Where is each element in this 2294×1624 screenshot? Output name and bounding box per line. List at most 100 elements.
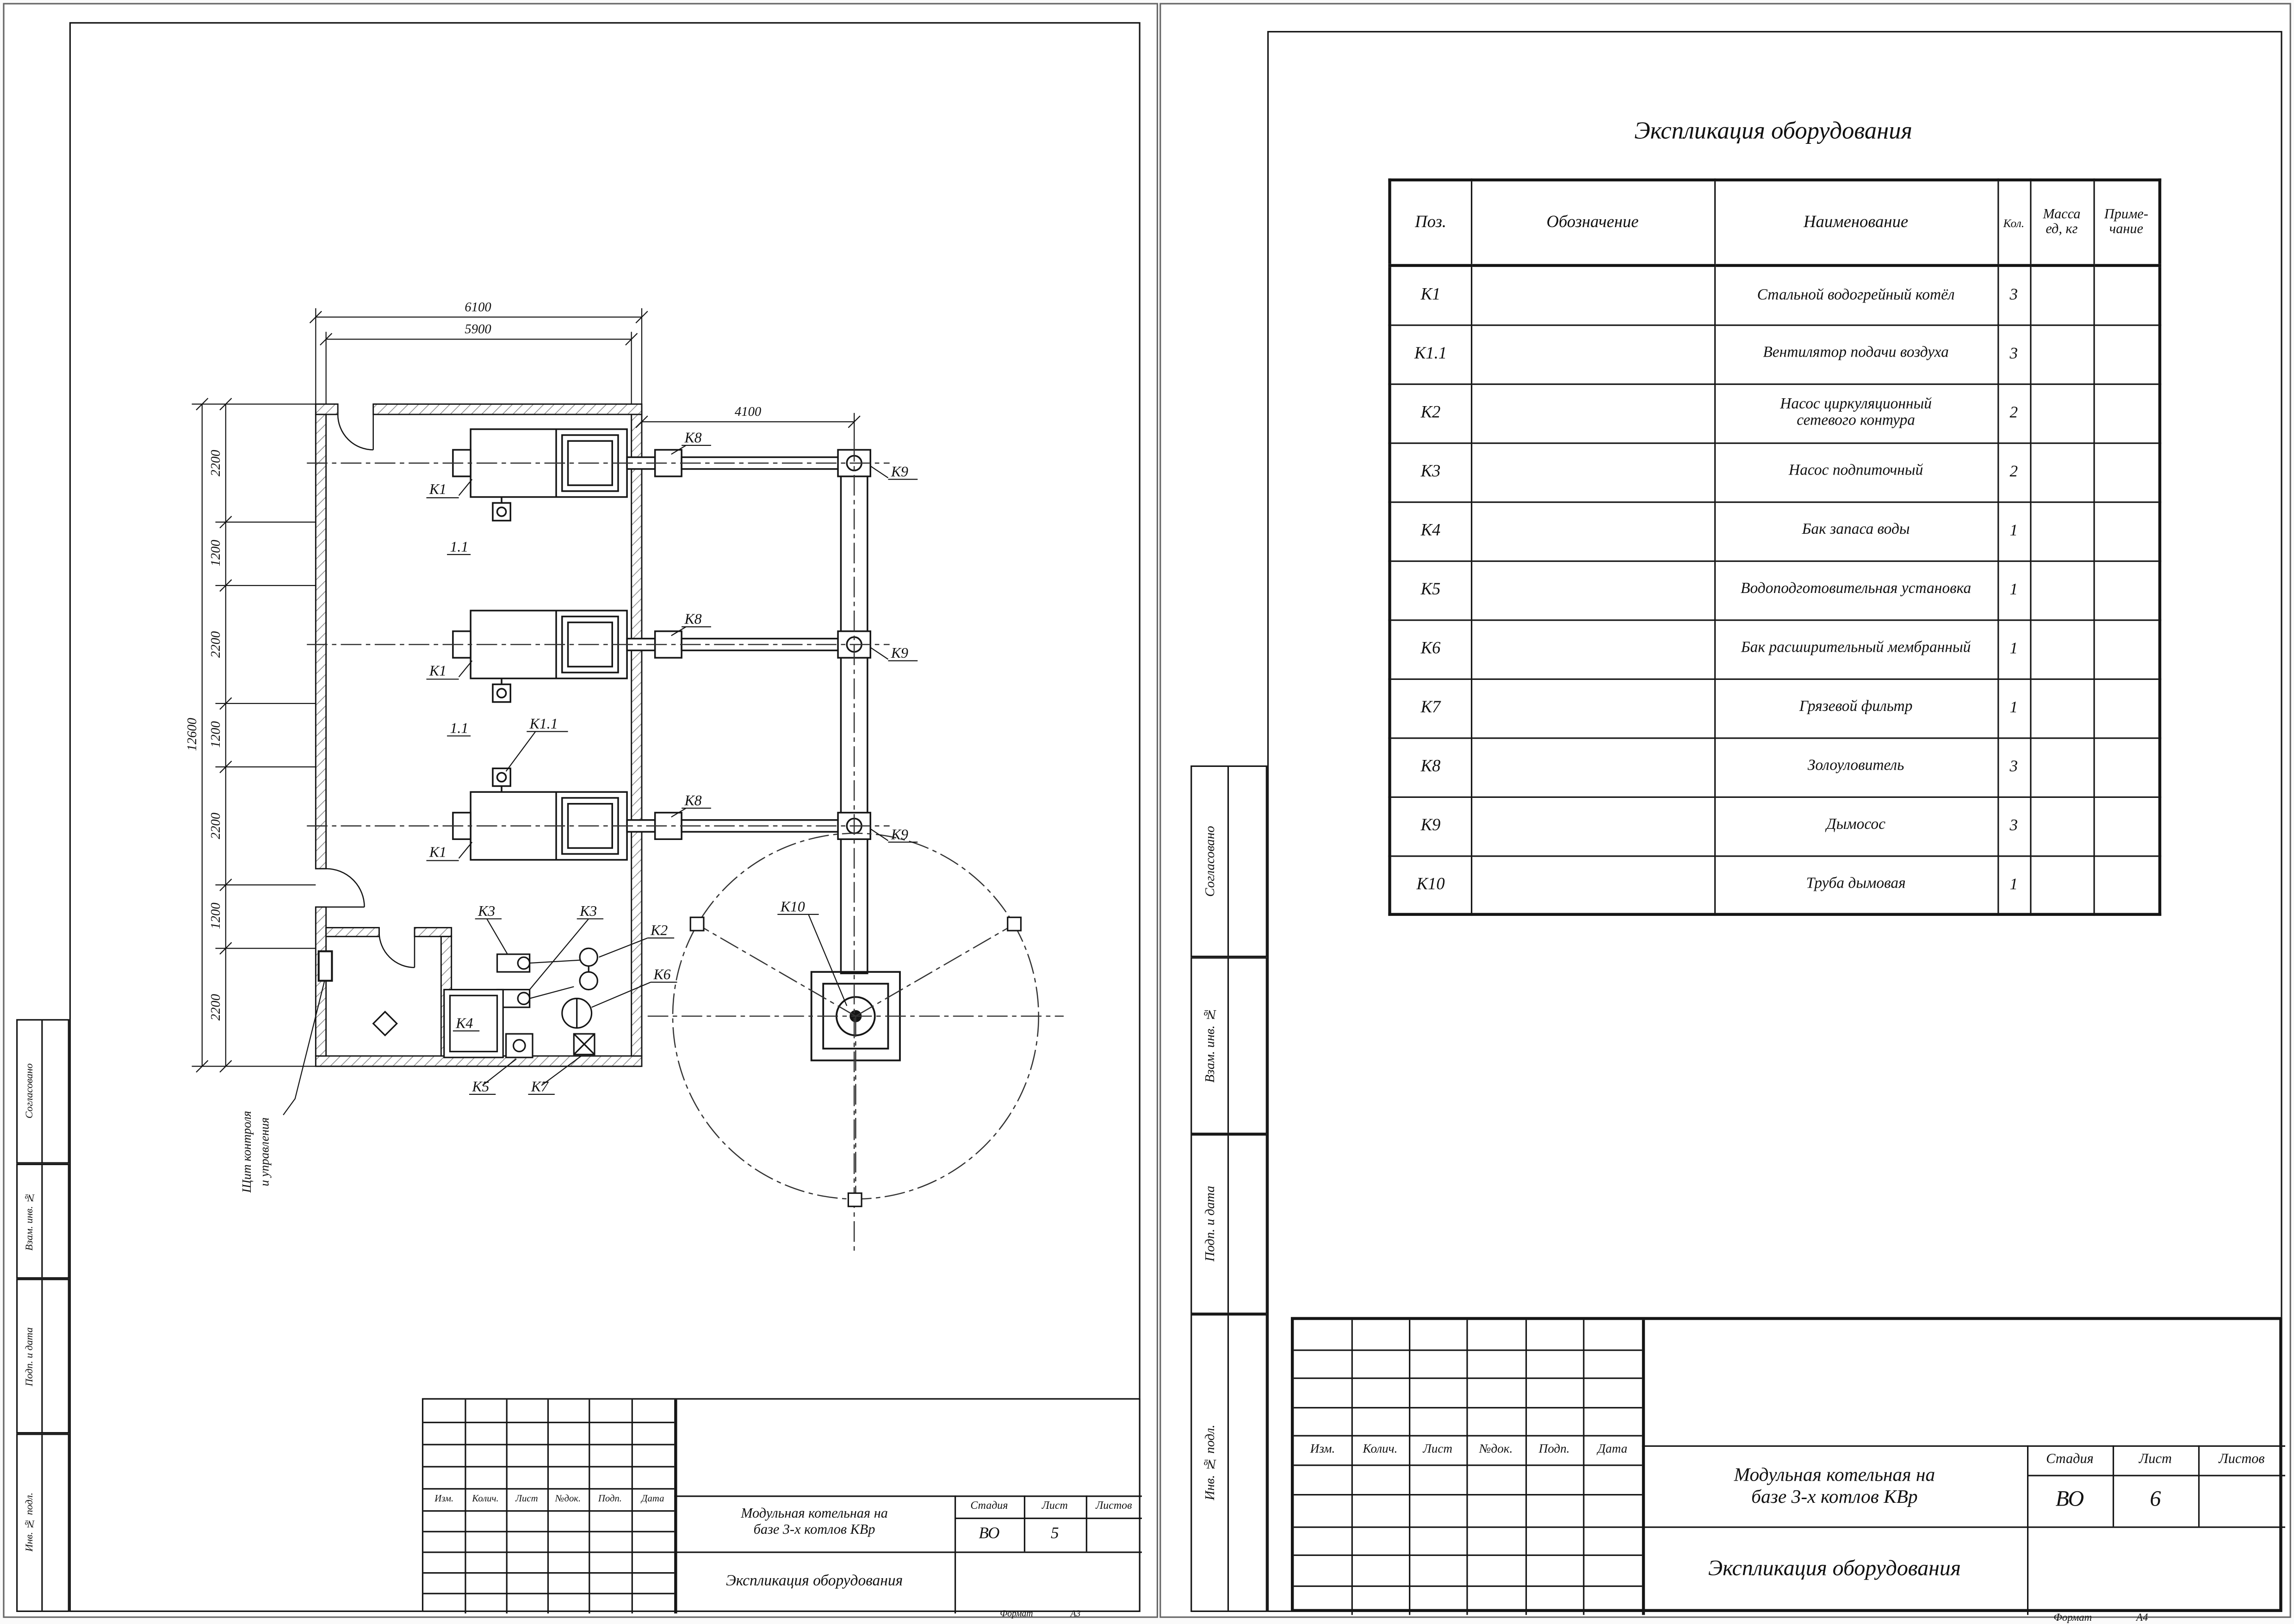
- stamp-label: Согласовано: [24, 1063, 36, 1119]
- tb-project-title: Модульная котельная на базе 3-х котлов К…: [1642, 1445, 2027, 1526]
- stamp-label: Подп. и дата: [1202, 1186, 1217, 1262]
- cell-qty: 3: [1996, 323, 2031, 384]
- cell-desig: [1470, 618, 1715, 679]
- label-k6: К6: [653, 966, 671, 982]
- cell-note: [2092, 560, 2161, 620]
- cell-qty: 3: [1996, 736, 2031, 797]
- cell-qty: 2: [1996, 383, 2031, 444]
- col-header-mass: Масса ед, кг: [2029, 179, 2095, 267]
- col-header-desig: Обозначение: [1470, 179, 1715, 267]
- tb-stage-value: ВО: [979, 1525, 1000, 1543]
- stamp-empty: [1229, 1315, 1266, 1611]
- line: [1294, 1494, 1642, 1496]
- cell-desig: [1470, 323, 1715, 384]
- cell-qty: 3: [1996, 265, 2031, 326]
- dim-seg-7: 2200: [208, 994, 223, 1020]
- cell-mass: [2029, 383, 2095, 444]
- cell-pos: К7: [1389, 678, 1472, 738]
- format-label: Формат: [2053, 1612, 2092, 1624]
- dim-seg-3: 2200: [208, 631, 223, 658]
- stamp-box-podp-data: Подп. и дата: [1190, 1134, 1267, 1314]
- dim-seg-2: 1200: [208, 540, 223, 566]
- line: [1294, 1377, 1642, 1379]
- label-k8: К8: [684, 430, 701, 446]
- line: [589, 1399, 590, 1614]
- dim-seg-4: 1200: [208, 721, 223, 747]
- stamp-empty: [1229, 959, 1266, 1133]
- cell-note: [2092, 500, 2161, 562]
- cell-pos: К9: [1389, 796, 1472, 856]
- line: [1294, 1464, 1642, 1466]
- stamp-label: Взам. инв. №: [1202, 1008, 1217, 1084]
- project-line1: Модульная котельная на: [1734, 1462, 1935, 1485]
- cell-name: Золоуловитель: [1713, 736, 1998, 797]
- centerlines: [307, 441, 1064, 1251]
- tb-stage-value: ВО: [2055, 1488, 2084, 1512]
- cell-note: [2092, 323, 2161, 384]
- tb-stage-label: Стадия: [970, 1499, 1008, 1512]
- tb-project-title: Модульная котельная на базе 3-х котлов К…: [674, 1495, 955, 1551]
- stamp-empty: [1229, 1136, 1266, 1313]
- line: [423, 1488, 675, 1490]
- line: [506, 1399, 508, 1614]
- cell-name: Бак расширительный мембранный: [1713, 618, 1998, 679]
- dim-seg-1: 2200: [208, 450, 223, 476]
- label-k7: К7: [531, 1078, 549, 1094]
- dimensions: [192, 308, 861, 1073]
- cell-desig: [1470, 796, 1715, 856]
- flue-ducts: [626, 449, 871, 975]
- label-k2: К2: [650, 922, 668, 939]
- line: [1085, 1495, 1087, 1552]
- dim-seg-5: 2200: [208, 813, 223, 839]
- table-header-row: Поз. Обозначение Наименование Кол. Масса…: [1389, 179, 2161, 267]
- cell-pos: К6: [1389, 618, 1472, 679]
- project-line2: базе 3-х котлов КВр: [1751, 1484, 1918, 1507]
- stamp-box-inv-podl: Инв. № подл.: [16, 1433, 69, 1612]
- tb-col-list: Лист: [515, 1494, 538, 1504]
- stamp-empty: [43, 1435, 68, 1610]
- label-k4: К4: [455, 1015, 473, 1031]
- cell-note: [2092, 441, 2161, 502]
- label-k10: К10: [780, 898, 805, 914]
- tb-col-data: Дата: [1597, 1441, 1628, 1456]
- tb-sheets-label: Листов: [1096, 1499, 1132, 1512]
- cell-qty: 1: [1996, 500, 2031, 562]
- stamp-box-inv-podl: Инв. № подл.: [1190, 1314, 1267, 1612]
- cell-mass: [2029, 500, 2095, 562]
- tb-doc-name: Экспликация оборудования: [725, 1574, 903, 1590]
- label-k8: К8: [684, 792, 701, 809]
- line: [423, 1466, 675, 1468]
- aux-equipment: [317, 947, 598, 1058]
- cell-name: Труба дымовая: [1713, 854, 1998, 915]
- line: [954, 1517, 1142, 1519]
- cell-desig: [1470, 265, 1715, 326]
- line: [1294, 1585, 1642, 1587]
- guy-anchors: [689, 916, 1022, 1207]
- cell-qty: 1: [1996, 560, 2031, 620]
- cell-mass: [2029, 323, 2095, 384]
- line: [1294, 1554, 1642, 1556]
- tb-col-data: Дата: [641, 1494, 664, 1504]
- line: [2198, 1445, 2200, 1527]
- line: [547, 1399, 549, 1614]
- boiler-plant-plan: 6100 5900 4100 2200 1200 2200 1200 2200 …: [185, 300, 1064, 1251]
- line: [1466, 1320, 1468, 1615]
- dim-4100: 4100: [735, 404, 761, 419]
- line: [1294, 1435, 1642, 1437]
- label-k9: К9: [891, 645, 908, 661]
- format-value: А3: [1070, 1609, 1081, 1619]
- tb-sheet-value: 6: [2150, 1488, 2161, 1512]
- stamp-label: Согласовано: [1202, 826, 1217, 897]
- stamp-box-vzam-inv: Взам. инв. №: [16, 1163, 69, 1279]
- cell-name: Стальной водогрейный котёл: [1713, 265, 1998, 326]
- line: [1294, 1526, 2285, 1528]
- line: [423, 1551, 1142, 1553]
- line: [423, 1510, 675, 1512]
- cell-desig: [1470, 854, 1715, 915]
- cell-note: [2092, 383, 2161, 444]
